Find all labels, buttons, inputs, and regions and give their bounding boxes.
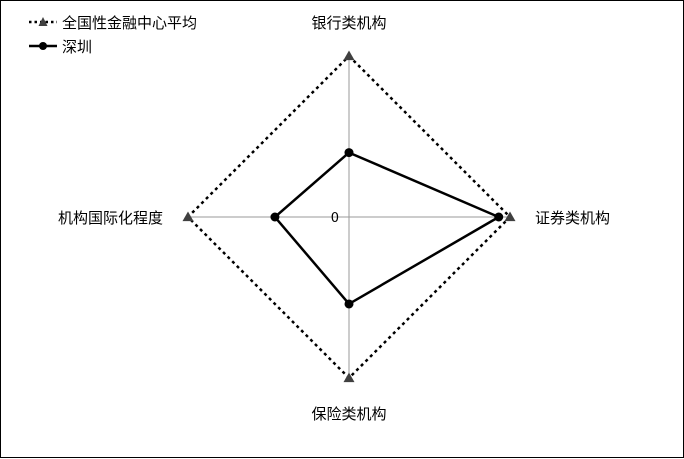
- series-0-point-banking: [343, 50, 355, 61]
- legend-label-national-avg: 全国性金融中心平均: [62, 14, 197, 32]
- center-tick-label: 0: [331, 211, 339, 226]
- axis-label-internationalization: 机构国际化程度: [58, 209, 163, 227]
- legend-label-shenzhen: 深圳: [62, 38, 92, 56]
- axis-spokes: [188, 56, 510, 378]
- series-0-point-securities: [504, 211, 516, 222]
- series-layer: [182, 50, 516, 383]
- legend-marker-circle-icon: [39, 42, 47, 50]
- axis-label-banking: 银行类机构: [311, 14, 386, 32]
- series-1-point-securities: [494, 212, 504, 222]
- series-0-point-internationalization: [182, 211, 194, 222]
- series-1-point-internationalization: [270, 212, 280, 222]
- series-0-point-insurance: [343, 372, 355, 383]
- legend-marker-triangle-icon: [38, 17, 48, 26]
- axis-label-securities: 证券类机构: [535, 209, 610, 227]
- series-1-point-insurance: [344, 299, 354, 309]
- series-line-1: [273, 151, 502, 306]
- legend: 全国性金融中心平均 深圳: [29, 14, 197, 56]
- axis-label-insurance: 保险类机构: [311, 405, 386, 423]
- series-1-point-banking: [344, 148, 354, 158]
